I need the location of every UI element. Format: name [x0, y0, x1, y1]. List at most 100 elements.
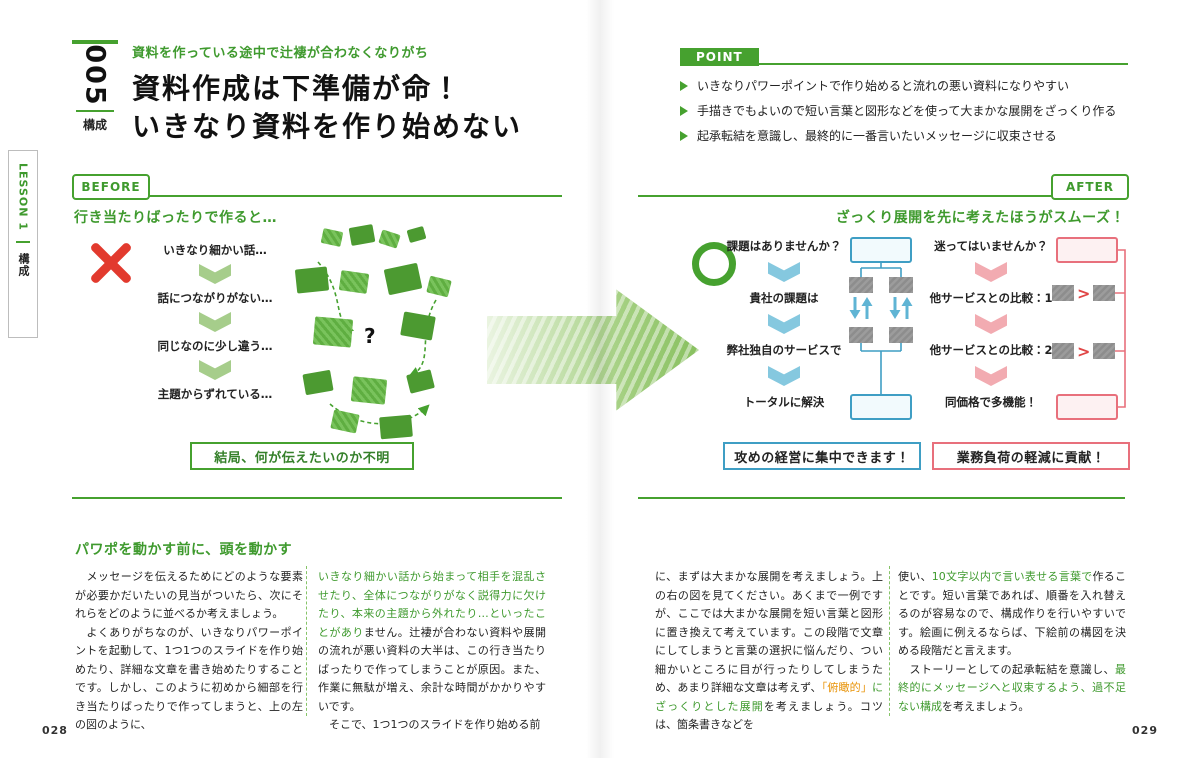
- flow-step-label: 他サービスとの比較：1: [929, 291, 1053, 305]
- lesson-number: 005: [79, 43, 111, 107]
- flow-step-label: 課題はありませんか？: [726, 239, 842, 253]
- flow-step-label: 同価格で多機能！: [945, 395, 1037, 409]
- article-paragraph: に、まずは大まかな展開を考えましょう。上の右の図を見てください。あくまで一例です…: [655, 568, 883, 735]
- badge-top-rule: [72, 40, 118, 44]
- before-flow: いきなり細かい話… 話につながりがない… 同じなのに少し違う… 主題からずれている…: [146, 242, 284, 402]
- flow-step-label: 他サービスとの比較：2: [929, 343, 1053, 357]
- body-text: ません。辻褄が合わない資料や展開の流れが悪い資料の大半は、この行き当たりばったり…: [318, 625, 547, 713]
- lesson-category: 構成: [82, 118, 107, 132]
- down-arrow-icon: [975, 314, 1007, 334]
- article-column: 使い、10文字以内で言い表せる言葉で作ることです。短い言葉であれば、順番を入れ替…: [898, 568, 1126, 716]
- emphasis-text: にざっくりとした展開: [655, 681, 884, 713]
- article-paragraph: そこで、1つ1つのスライドを作り始める前: [318, 716, 546, 735]
- flow-step-label: 話につながりがない…: [157, 291, 273, 305]
- question-mark: ?: [364, 324, 376, 348]
- side-tab-category-label: 構成: [17, 252, 30, 277]
- body-text: そこで、1つ1つのスライドを作り始める前: [318, 718, 541, 731]
- body-text: よくありがちなのが、いきなりパワーポイントを起動して、1つ1つのスライドを作り始…: [75, 625, 303, 732]
- page-gutter-shadow: [586, 0, 614, 758]
- down-arrow-icon: [975, 262, 1007, 282]
- page-number-right: 029: [1132, 724, 1158, 737]
- point-block: POINT いきなりパワーポイントで作り始めると流れの悪い資料になりやすい手描き…: [680, 46, 1128, 153]
- after-blue-result-box: 攻めの経営に集中できます！: [723, 442, 921, 470]
- left-page-bottom-rule: [72, 497, 562, 499]
- emphasis-text: 10文字以内で言い表せる言葉で: [931, 570, 1093, 583]
- slide-note-shape: [379, 414, 413, 440]
- slide-note-shape: [350, 376, 388, 405]
- right-page-bottom-rule: [638, 497, 1125, 499]
- slide-note-shape: [338, 270, 370, 294]
- lesson-number-badge: 005 構成: [72, 40, 118, 133]
- down-arrow-icon: [199, 312, 231, 332]
- slide-note-shape: [312, 316, 354, 348]
- scattered-slides-diagram: ?: [288, 224, 463, 440]
- bullet-triangle-icon: [680, 131, 688, 141]
- after-tab: AFTER: [1051, 174, 1129, 200]
- point-rule: [680, 63, 1128, 65]
- down-arrow-icon: [199, 360, 231, 380]
- bullet-triangle-icon: [680, 106, 688, 116]
- page-number-left: 028: [42, 724, 68, 737]
- point-bullet: いきなりパワーポイントで作り始めると流れの悪い資料になりやすい: [680, 78, 1128, 95]
- body-text: 作ることです。短い言葉であれば、順番を入れ替えるのが容易なので、構成作りを行いや…: [898, 570, 1127, 657]
- flow-step-label: 弊社独自のサービスで: [726, 343, 842, 357]
- down-arrow-icon: [768, 314, 800, 334]
- after-blue-flow: 課題はありませんか？ 貴社の課題は弊社独自のサービスでトータルに解決: [726, 238, 842, 410]
- article-column: いきなり細かい話から始まって相手を混乱させたり、全体につながりがなく説得力に欠け…: [318, 568, 546, 735]
- lesson-side-tab: LESSON 1 構成: [8, 150, 38, 338]
- side-tab-divider: [16, 240, 30, 243]
- after-section-rule: [638, 195, 1125, 197]
- after-heading: ざっくり展開を先に考えたほうがスムーズ！: [835, 210, 1125, 226]
- comparison-gt-symbol: >: [1077, 342, 1090, 361]
- point-bullet: 起承転結を意識し、最終的に一番言いたいメッセージに収束させる: [680, 128, 1128, 145]
- down-arrow-icon: [768, 366, 800, 386]
- after-pink-flow: 迷ってはいませんか？ 他サービスとの比較：1 他サービスとの比較：2 同価格で多機能！: [929, 238, 1053, 410]
- body-text: 使い、: [898, 570, 932, 583]
- bullet-triangle-icon: [680, 81, 688, 91]
- article-paragraph: いきなり細かい話から始まって相手を混乱させたり、全体につながりがなく説得力に欠け…: [318, 568, 546, 716]
- point-bullet-text: 手描きでもよいので短い言葉と図形などを使って大まかな展開をざっくり作る: [697, 104, 1117, 118]
- down-arrow-icon: [975, 366, 1007, 386]
- point-bullet-text: 起承転結を意識し、最終的に一番言いたいメッセージに収束させる: [697, 129, 1057, 143]
- emphasis-text: いきなり細かい話から始まって相手を混乱させたり、全体につながりがなく説得力に欠け…: [318, 570, 546, 639]
- point-bullet-text: いきなりパワーポイントで作り始めると流れの悪い資料になりやすい: [697, 79, 1070, 93]
- circle-mark-icon: [692, 242, 736, 286]
- body-text: に、まずは大まかな展開を考えましょう。上の右の図を見てください。あくまで一例です…: [655, 570, 883, 694]
- article-column: に、まずは大まかな展開を考えましょう。上の右の図を見てください。あくまで一例です…: [655, 568, 883, 735]
- column-separator: [306, 566, 307, 716]
- body-text: メッセージを伝えるためにどのような要素が必要かだいたいの見当がついたら、次にそれ…: [75, 570, 303, 620]
- flow-step-label: 貴社の課題は: [749, 291, 819, 305]
- flow-step-label: 同じなのに少し違う…: [157, 339, 273, 353]
- flow-step-label: 主題からずれている…: [157, 387, 273, 401]
- article-heading: パワポを動かす前に、頭を動かす: [75, 542, 293, 558]
- before-result-box: 結局、何が伝えたいのか不明: [190, 442, 414, 470]
- slide-note-shape: [294, 266, 330, 294]
- flow-step-label: 迷ってはいませんか？: [934, 239, 1048, 253]
- flow-step-label: いきなり細かい話…: [163, 243, 267, 257]
- point-label: POINT: [680, 48, 759, 66]
- after-pink-result-box: 業務負荷の軽減に貢献！: [932, 442, 1130, 470]
- after-blue-structure-diagram: [849, 237, 913, 420]
- page-title: 資料作成は下準備が命！ いきなり資料を作り始めない: [132, 70, 592, 146]
- column-separator: [889, 566, 890, 716]
- side-tab-lesson-label: LESSON 1: [16, 163, 30, 231]
- x-mark-icon: [88, 240, 134, 286]
- title-overline: 資料を作っている途中で辻褄が合わなくなりがち: [132, 46, 429, 61]
- down-arrow-icon: [768, 262, 800, 282]
- page-title-line1: 資料作成は下準備が命！: [132, 72, 463, 105]
- after-pink-comparison-diagram: > >: [1052, 237, 1126, 420]
- emphasis-text: 最終的にメッセージへと収束するよう、過不足ない構成: [898, 662, 1126, 713]
- before-section-rule: [72, 195, 562, 197]
- down-arrow-icon: [199, 264, 231, 284]
- page-title-line2: いきなり資料を作り始めない: [132, 110, 523, 143]
- article-paragraph: ストーリーとしての起承転結を意識し、最終的にメッセージへと収束するよう、過不足な…: [898, 661, 1126, 717]
- comparison-gt-symbol: >: [1077, 284, 1090, 303]
- before-heading: 行き当たりばったりで作ると…: [74, 210, 277, 226]
- emphasis-text: 「俯瞰的」: [821, 681, 873, 694]
- before-tab: BEFORE: [72, 174, 150, 200]
- flow-step-label: トータルに解決: [743, 395, 825, 409]
- article-paragraph: 使い、10文字以内で言い表せる言葉で作ることです。短い言葉であれば、順番を入れ替…: [898, 568, 1126, 661]
- article-paragraph: メッセージを伝えるためにどのような要素が必要かだいたいの見当がついたら、次にそれ…: [75, 568, 303, 624]
- article-paragraph: よくありがちなのが、いきなりパワーポイントを起動して、1つ1つのスライドを作り始…: [75, 624, 303, 735]
